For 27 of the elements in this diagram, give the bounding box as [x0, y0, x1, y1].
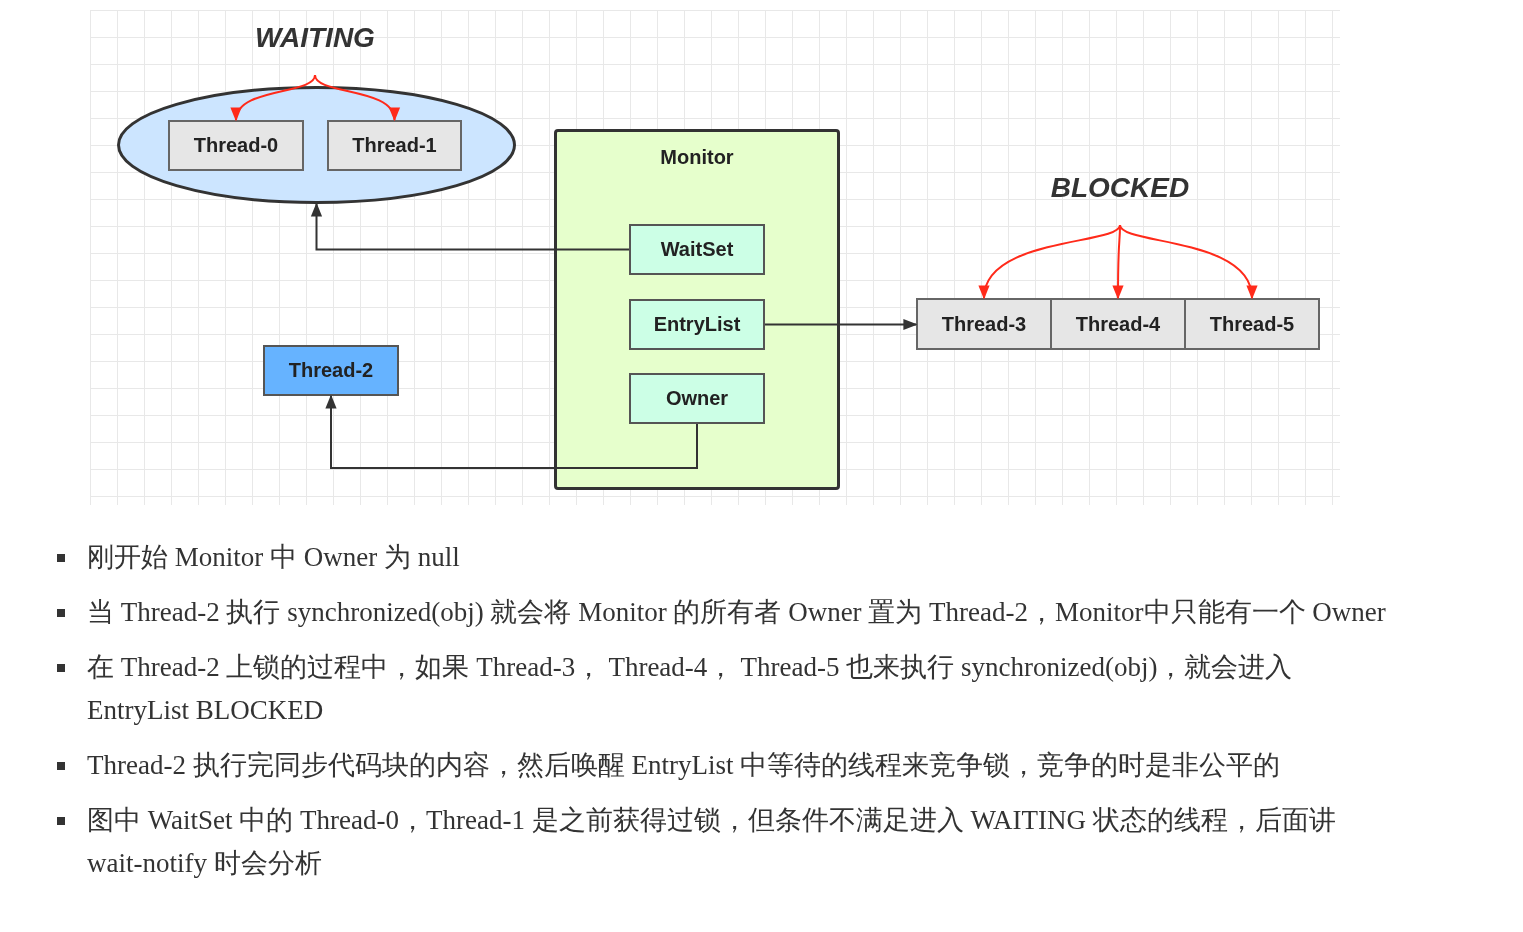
monitor-box — [554, 129, 840, 490]
bullet-text: 在 Thread-2 上锁的过程中，如果 Thread-3， Thread-4， Thread-5 也来执行 synchronized(obj)，就会进入 EntryList BLOCKED — [87, 651, 1294, 727]
thread-box: Thread-1 — [327, 120, 462, 171]
arrow — [980, 224, 1121, 300]
bullet-text: 图中 WaitSet 中的 Thread-0，Thread-1 是之前获得过锁，但条件不满足进入 WAITING 状态的线程，后面讲 wait-notify 时会分析 — [87, 804, 1337, 880]
arrow — [325, 394, 698, 469]
arrow — [764, 318, 918, 331]
thread-box: Thread-2 — [263, 345, 399, 396]
arrow — [1119, 224, 1256, 300]
waitset-box: WaitSet — [629, 224, 765, 275]
thread-box: Thread-3 — [916, 298, 1052, 350]
waiting-ellipse — [117, 86, 516, 204]
arrow — [310, 202, 630, 251]
monitor-title: Monitor — [660, 146, 734, 169]
entrylist-box: EntryList — [629, 299, 765, 350]
thread-box: Thread-5 — [1184, 298, 1320, 350]
state-label: WAITING — [240, 22, 390, 75]
state-label: BLOCKED — [1040, 172, 1200, 225]
bullet-text: 刚开始 Monitor 中 Owner 为 null — [87, 541, 460, 574]
arrow — [233, 74, 316, 122]
arrow — [1112, 224, 1124, 300]
thread-box: Thread-4 — [1050, 298, 1186, 350]
owner-box: Owner — [629, 373, 765, 424]
arrow — [314, 74, 398, 122]
bullet-text: Thread-2 执行完同步代码块的内容，然后唤醒 EntryList 中等待的线程来竞争锁，竞争的时是非公平的 — [87, 749, 1281, 782]
bullet-text: 当 Thread-2 执行 synchronized(obj) 就会将 Monitor 的所有者 Owner 置为 Thread-2，Monitor中只能有一个 Owner — [87, 596, 1386, 629]
thread-box: Thread-0 — [168, 120, 304, 171]
